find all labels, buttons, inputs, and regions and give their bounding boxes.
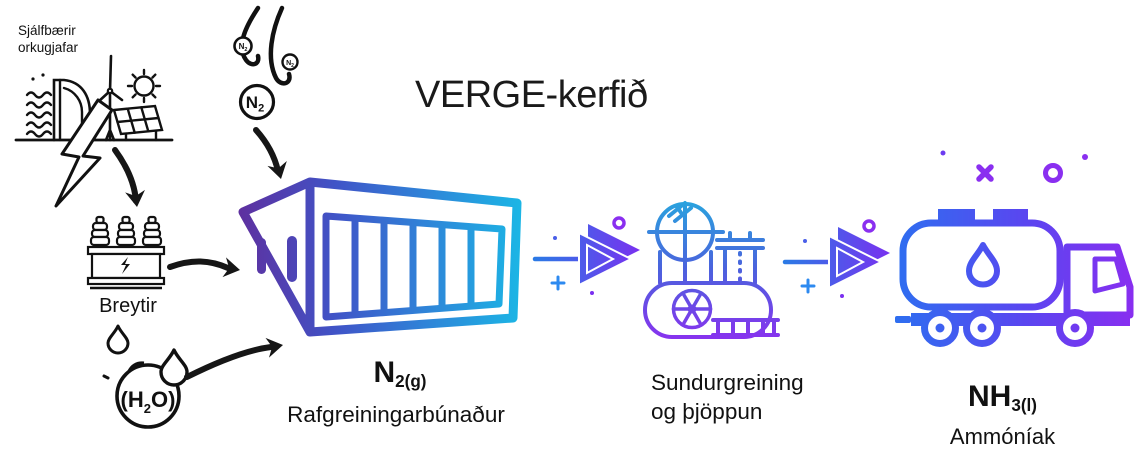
plus-sparkle-icon bbox=[800, 278, 816, 294]
water-formula: (H2O) bbox=[121, 387, 176, 416]
ammonia-label: Ammóníak bbox=[949, 424, 1056, 449]
water-icon: (H2O) bbox=[102, 324, 189, 429]
arrow-energy-to-converter-icon bbox=[112, 147, 145, 207]
bolt-glyph-icon bbox=[121, 257, 130, 274]
arrow-converter-to-electrolyzer-icon bbox=[167, 257, 240, 278]
droplet-icon bbox=[966, 242, 1000, 288]
separation-compression-icon bbox=[643, 201, 780, 339]
separation-label: Sundurgreining og þjöppun bbox=[651, 370, 804, 424]
diagram-title: VERGE-kerfið bbox=[415, 74, 648, 116]
flow-arrow-1-icon bbox=[532, 216, 640, 295]
n2-molecule-label: N2 bbox=[286, 60, 294, 69]
ring-sparkle-icon bbox=[1043, 163, 1063, 183]
ammonia-formula: NH3(l) bbox=[968, 380, 1037, 415]
ring-sparkle-icon bbox=[612, 216, 626, 230]
n2-molecule-label: N2 bbox=[239, 42, 248, 53]
plus-sparkle-icon bbox=[550, 275, 566, 291]
ammonia-tanker-icon bbox=[895, 150, 1134, 347]
ring-sparkle-icon bbox=[862, 219, 876, 233]
wheels bbox=[921, 309, 1094, 347]
electrolyzer-label: Rafgreiningarbúnaður bbox=[287, 402, 505, 427]
arrow-water-to-electrolyzer-icon bbox=[184, 337, 283, 380]
transformer-icon bbox=[86, 215, 166, 290]
nitrogen-gas-icon: N2 N2 N2 bbox=[233, 5, 299, 121]
arrow-nitrogen-to-electrolyzer-icon bbox=[253, 127, 287, 179]
electrolyzer-formula: N2(g) bbox=[373, 356, 427, 391]
energy-sources-label: Sjálfbærir orkugjafar bbox=[18, 23, 79, 55]
flow-arrow-2-icon bbox=[782, 219, 890, 298]
x-sparkle-icon bbox=[976, 164, 994, 182]
electrolyzer-container-icon bbox=[238, 177, 522, 337]
converter-label: Breytir bbox=[99, 295, 157, 317]
cab-window bbox=[1092, 256, 1126, 294]
lightning-bolt-icon bbox=[54, 98, 114, 208]
n2-molecule-label: N2 bbox=[246, 93, 264, 115]
